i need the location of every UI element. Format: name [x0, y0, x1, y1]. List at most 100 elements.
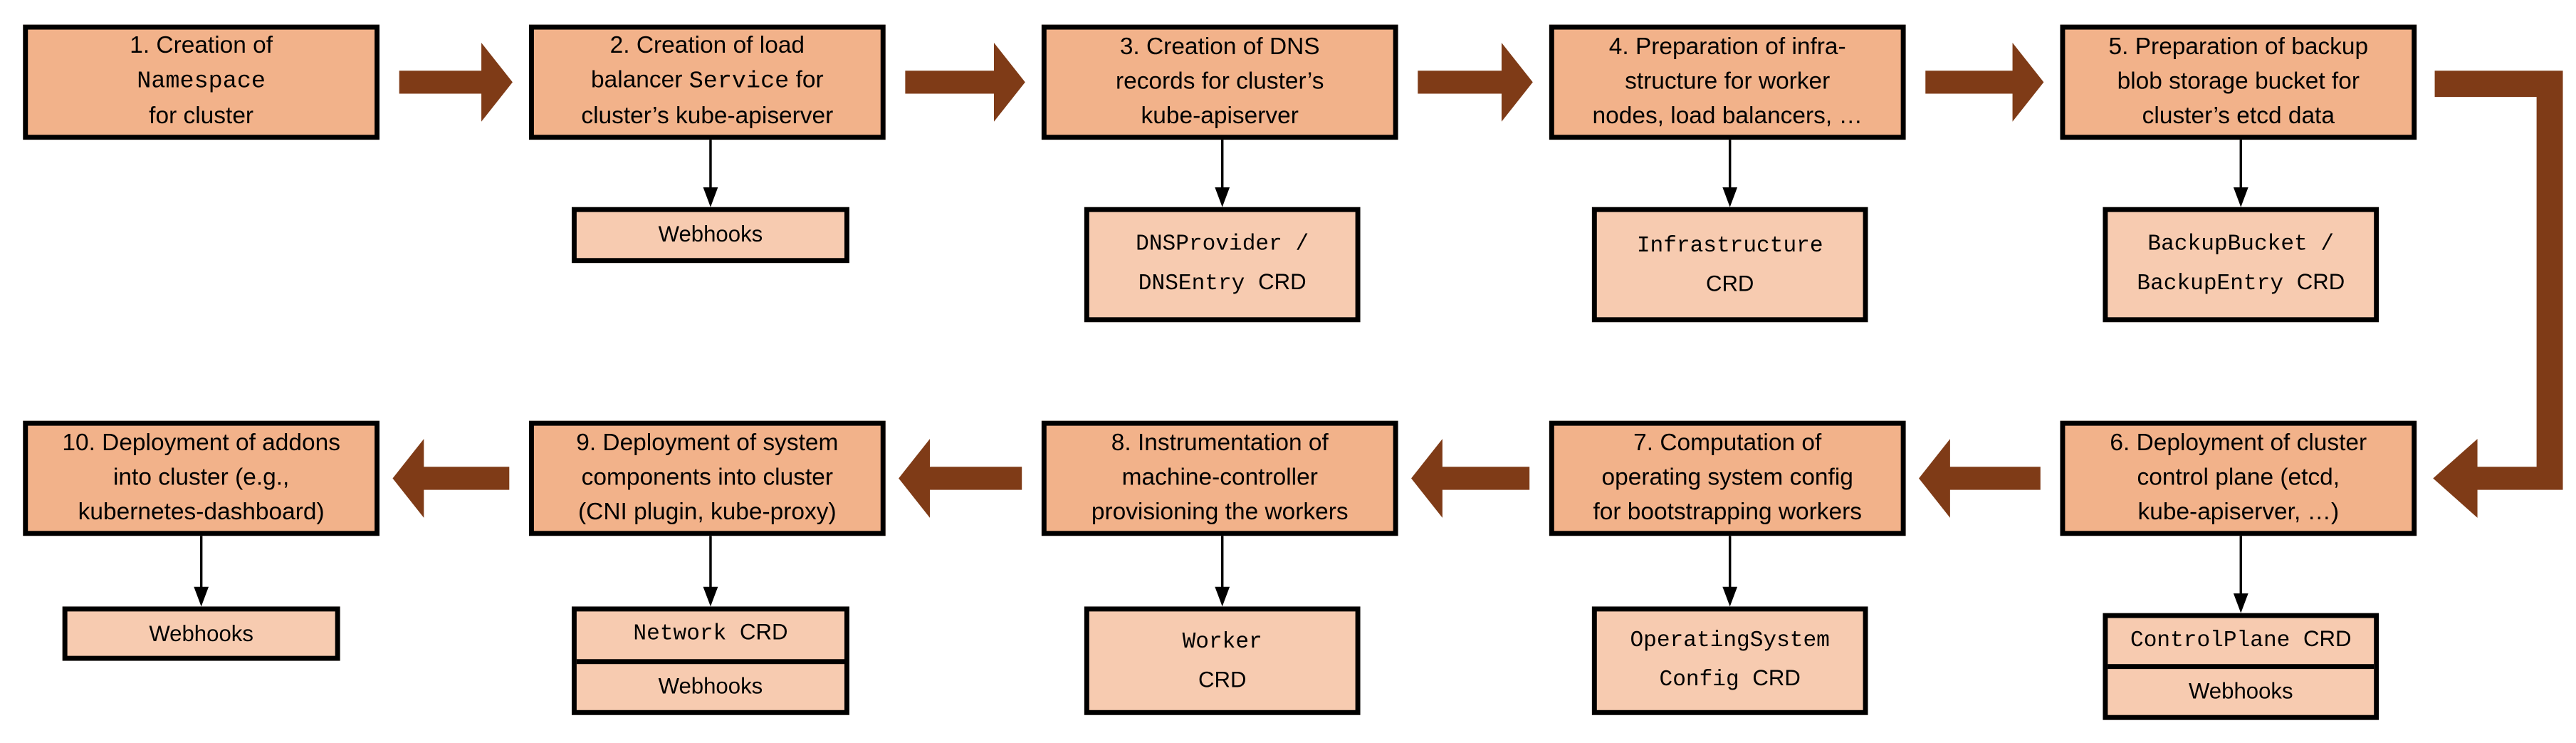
text-line: into cluster (e.g.,	[113, 461, 289, 495]
code-term: Config	[1659, 669, 1753, 694]
text-line: Worker	[1183, 623, 1262, 663]
label-text: 6. Deployment of cluster	[2110, 430, 2367, 457]
code-term: DNSProvider /	[1136, 233, 1309, 259]
label-text: Webhooks	[658, 673, 763, 699]
resource-cell: BackupBucket / BackupEntry CRD	[2108, 212, 2374, 318]
label-text: CRD	[1198, 667, 1247, 692]
text-line: 3. Creation of DNS	[1120, 31, 1320, 65]
label-text: machine-controller	[1121, 464, 1318, 491]
text-line: BackupEntry CRD	[2137, 264, 2345, 303]
text-line: BackupBucket /	[2147, 225, 2334, 264]
code-term: BackupEntry	[2137, 273, 2297, 298]
label-text: kubernetes-dashboard)	[78, 499, 325, 526]
label-text: control plane (etcd,	[2137, 464, 2340, 491]
flow-arrow-left-icon	[1411, 439, 1530, 518]
resource-cell: DNSProvider / DNSEntry CRD	[1089, 212, 1356, 318]
flow-arrow-left-icon	[899, 439, 1022, 518]
text-line: CRD	[1706, 266, 1754, 303]
code-term: DNSEntry	[1138, 273, 1259, 298]
label-text: CRD	[1752, 665, 1801, 691]
label-text: operating system config	[1601, 464, 1853, 491]
text-line: provisioning the workers	[1091, 496, 1349, 530]
text-line: Webhooks	[659, 669, 763, 705]
label-text: 4. Preparation of infra-	[1608, 33, 1846, 61]
resource-cell: Webhooks	[576, 658, 845, 710]
connector-arrowhead-icon	[2233, 187, 2248, 207]
text-line: DNSEntry CRD	[1138, 264, 1307, 303]
label-text: 8. Instrumentation of	[1111, 430, 1329, 457]
code-term: Infrastructure	[1636, 234, 1823, 260]
label-text: blob storage bucket for	[2117, 68, 2360, 95]
text-line: components into cluster	[582, 461, 833, 495]
flow-arrow-right-icon	[399, 42, 513, 122]
code-term: Service	[688, 68, 790, 95]
label-text: cluster’s kube-apiserver	[581, 103, 834, 130]
connector-arrowhead-icon	[703, 586, 718, 607]
label-text: 9. Deployment of system	[576, 430, 839, 457]
step-9-resource-box: Network CRD Webhooks	[571, 606, 849, 715]
connector-arrowhead-icon	[1722, 586, 1738, 607]
label-text: 5. Preparation of backup	[2108, 33, 2369, 61]
code-term: Namespace	[137, 68, 266, 95]
connector-arrowhead-icon	[1722, 187, 1738, 207]
text-line: for cluster	[149, 100, 253, 135]
label-text: CRD	[2303, 626, 2352, 651]
text-line: DNSProvider /	[1136, 225, 1309, 264]
text-line: 2. Creation of load	[610, 30, 805, 64]
label-text: structure for worker	[1625, 68, 1831, 95]
label-text: 10. Deployment of addons	[62, 430, 340, 457]
label-text: 2. Creation of load	[609, 33, 805, 60]
text-line: operating system config	[1602, 461, 1853, 495]
text-line: Webhooks	[659, 217, 763, 254]
label-text: kube-apiserver, …)	[2137, 499, 2340, 526]
label-text: 7. Computation of	[1633, 430, 1822, 457]
label-text: 1. Creation of	[130, 33, 273, 60]
label-text: 3. Creation of DNS	[1119, 33, 1320, 61]
code-term: ControlPlane	[2130, 629, 2304, 655]
text-line: Network CRD	[633, 615, 787, 655]
text-line: kubernetes-dashboard)	[78, 496, 325, 530]
label-text: Webhooks	[2188, 678, 2293, 704]
text-line: Webhooks	[149, 615, 253, 652]
text-line: (CNI plugin, kube-proxy)	[578, 496, 837, 530]
code-term: Network	[633, 623, 740, 648]
label-text: CRD	[2296, 269, 2345, 295]
flow-arrow-right-icon	[1418, 42, 1533, 122]
code-term: OperatingSystem	[1630, 629, 1830, 655]
step-10-box: 10. Deployment of addons into cluster (e.…	[23, 420, 380, 536]
code-term: BackupBucket /	[2147, 233, 2335, 259]
label-text: provisioning the workers	[1091, 499, 1349, 526]
text-line: 8. Instrumentation of	[1111, 427, 1329, 461]
connector-arrowhead-icon	[194, 586, 209, 607]
step-5-resource-box: BackupBucket / BackupEntry CRD	[2103, 207, 2379, 323]
label-text: into cluster (e.g.,	[112, 464, 290, 491]
text-line: 7. Computation of	[1633, 427, 1821, 461]
text-line: structure for worker	[1625, 65, 1830, 99]
label-text: nodes, load balancers, …	[1592, 103, 1863, 130]
label-text: (CNI plugin, kube-proxy)	[578, 499, 837, 526]
text-line: CRD	[1198, 663, 1246, 699]
text-line: OperatingSystem	[1630, 621, 1829, 660]
label-text: Webhooks	[658, 222, 763, 247]
text-line: control plane (etcd,	[2137, 461, 2340, 495]
text-line: cluster’s kube-apiserver	[581, 100, 833, 135]
text-line: blob storage bucket for	[2117, 65, 2360, 99]
connector-arrowhead-icon	[1215, 187, 1230, 207]
step-3-resource-box: DNSProvider / DNSEntry CRD	[1084, 207, 1361, 323]
label-text: Webhooks	[149, 620, 253, 645]
text-line: Namespace	[137, 64, 266, 100]
resource-cell: Webhooks	[577, 212, 844, 259]
text-line: 10. Deployment of addons	[62, 427, 340, 461]
text-line: for bootstrapping workers	[1593, 496, 1862, 530]
text-line: ControlPlane CRD	[2130, 621, 2352, 660]
step-4-box: 4. Preparation of infra-structure for wo…	[1549, 24, 1906, 140]
text-line: 6. Deployment of cluster	[2110, 427, 2367, 461]
text-line: records for cluster’s	[1116, 65, 1324, 99]
step-6-box: 6. Deployment of cluster control plane (e…	[2060, 420, 2417, 536]
